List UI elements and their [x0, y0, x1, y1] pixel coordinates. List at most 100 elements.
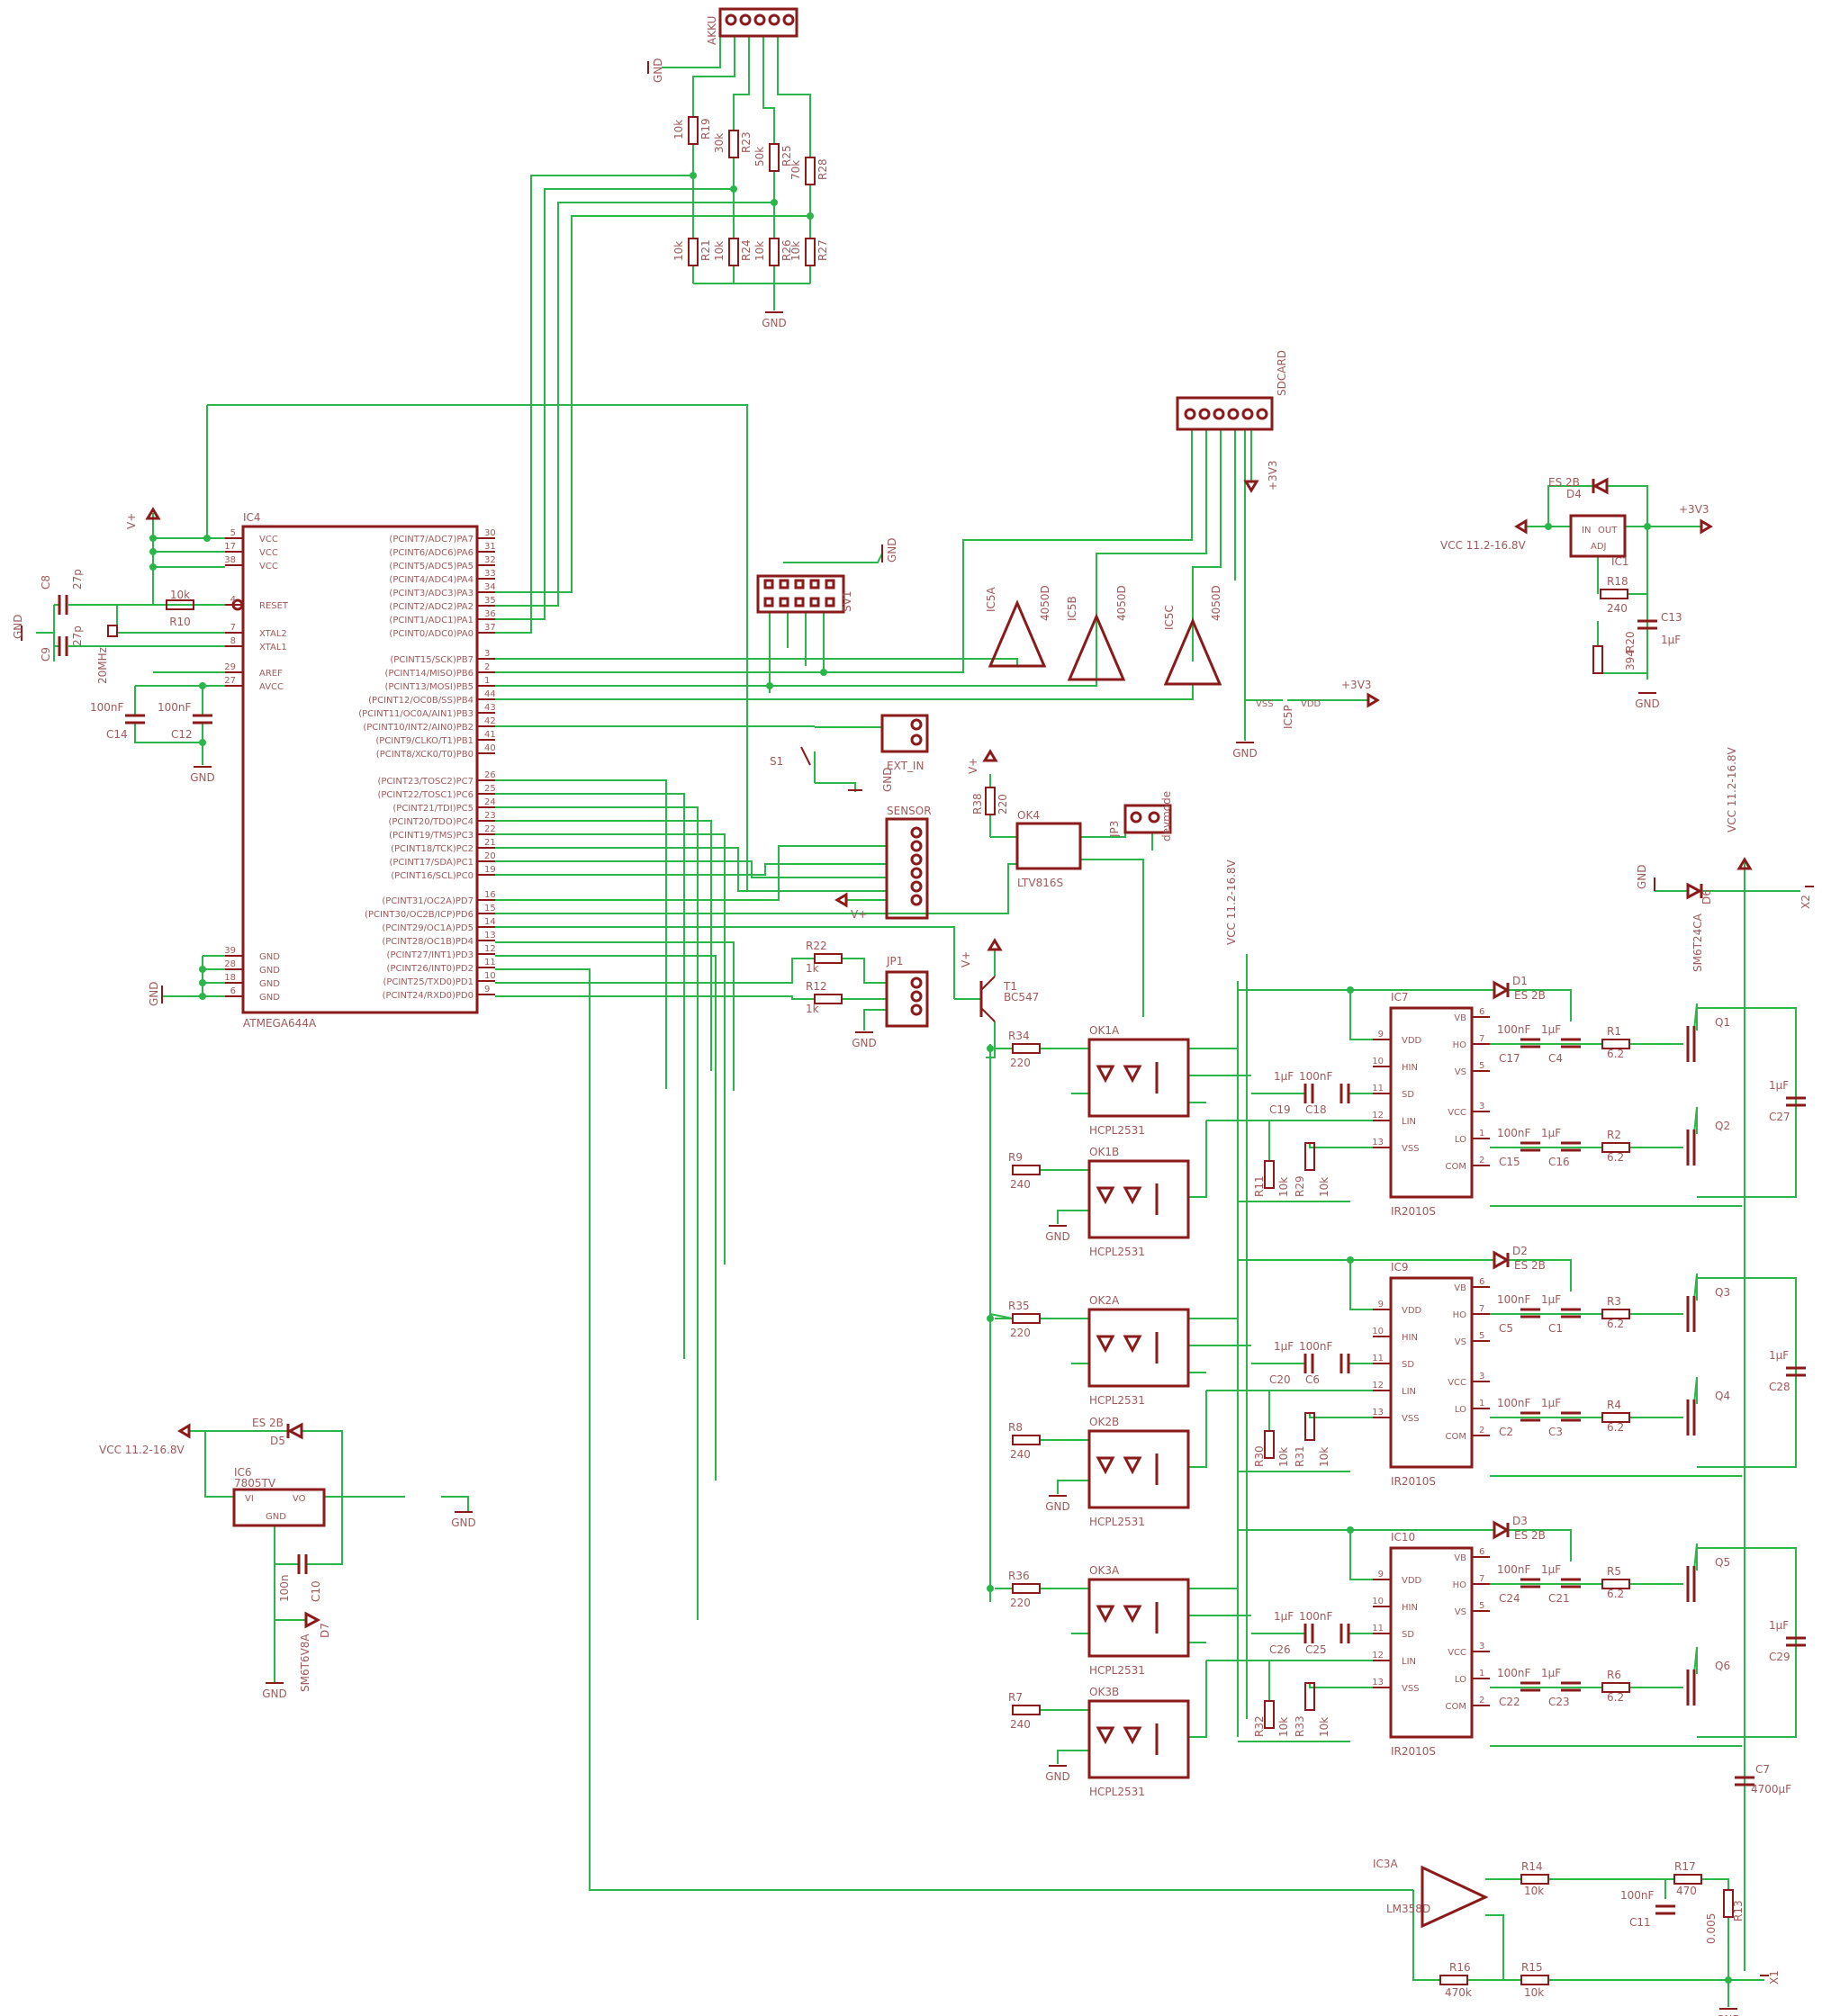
- gnd-label: GND: [451, 1516, 476, 1529]
- pin-number: 30: [484, 528, 496, 538]
- wire: [989, 1313, 1014, 1319]
- driver-part: IR2010S: [1391, 1475, 1436, 1488]
- r17-name: R17: [1674, 1860, 1696, 1873]
- junction-dot: [730, 185, 737, 193]
- pin-signal: (PCINT8/XCK0/T0)PB0: [376, 750, 474, 760]
- resistor-value: 10k: [672, 241, 685, 261]
- opto-name: OK2B: [1089, 1416, 1119, 1428]
- cap-name: C6: [1305, 1373, 1320, 1386]
- cap-name: C21: [1548, 1592, 1570, 1605]
- gnd-label: GND: [1716, 2013, 1741, 2016]
- resistor-name: R21: [699, 239, 712, 261]
- pin-signal: (PCINT9/CLKO/T1)PB1: [375, 736, 474, 746]
- mosfet-name: Q5: [1715, 1556, 1730, 1569]
- pin-number: 1: [484, 676, 490, 686]
- pin-signal: (PCINT0/ADC0)PA0: [389, 629, 474, 639]
- labels: IC4ATMEGA644A5VCC17VCC38VCC4RESET7XTAL28…: [12, 16, 1812, 2016]
- pin-signal: (PCINT26/INT0)PD2: [387, 964, 474, 974]
- connector-pin: [910, 718, 923, 731]
- sdcard-connector: [1176, 396, 1274, 431]
- cap-value: 100nF: [1299, 1340, 1333, 1353]
- led-icon: [1123, 1335, 1142, 1354]
- pin-signal: LO: [1455, 1405, 1466, 1415]
- connector-pin: [1148, 811, 1160, 824]
- gnd-label: GND: [1045, 1500, 1070, 1513]
- r18-resistor: [1600, 589, 1628, 599]
- cap-value: 100nF: [1497, 1397, 1531, 1409]
- pin-number: 9: [1378, 1030, 1384, 1040]
- pin-number: 23: [484, 811, 496, 821]
- pin-signal: (PCINT2/ADC2)PA2: [389, 602, 474, 612]
- wire: [134, 723, 203, 743]
- pull-resistor: [1304, 1142, 1315, 1171]
- cap-name: C19: [1269, 1103, 1291, 1116]
- pin-number: 38: [224, 555, 236, 565]
- divider-resistor: [688, 238, 699, 266]
- resistor-value: 10k: [1277, 1447, 1290, 1467]
- pull-resistor: [1304, 1412, 1315, 1441]
- pin-number: 14: [484, 917, 496, 927]
- c7-name: C7: [1755, 1763, 1770, 1776]
- pin-number: 6: [1479, 1277, 1484, 1287]
- r16-name: R16: [1449, 1961, 1471, 1974]
- pin-signal: (PCINT10/INT2/AIN0)PB2: [363, 723, 474, 733]
- cap-value: 1µF: [1541, 1293, 1561, 1306]
- t1-value: BC547: [1004, 991, 1039, 1004]
- cap-value: 100nF: [1497, 1127, 1531, 1139]
- d7-diode-icon: [304, 1611, 321, 1629]
- opto-name: OK1A: [1089, 1024, 1120, 1037]
- r12-value: 1k: [806, 1003, 819, 1015]
- wire: [495, 779, 667, 1089]
- wire: [1268, 1660, 1373, 1701]
- pin-signal: COM: [1446, 1162, 1466, 1172]
- wire: [495, 995, 815, 1000]
- opto-part: HCPL2531: [1089, 1786, 1145, 1798]
- pin-number: 31: [484, 542, 496, 552]
- ic5p-label: IC5P: [1282, 705, 1294, 729]
- pin-signal: LO: [1455, 1675, 1466, 1685]
- wire: [302, 1430, 343, 1497]
- diode-name: D1: [1512, 975, 1528, 987]
- adj-label: ADJ: [1591, 542, 1607, 552]
- ok4-label: OK4: [1017, 809, 1040, 822]
- pin-number: 34: [484, 582, 496, 592]
- wire: [152, 513, 225, 568]
- led-icon: [1096, 1186, 1115, 1205]
- ic5a-buffer: [988, 599, 1047, 668]
- connector-pin: [1256, 408, 1268, 420]
- pin-number: 1: [1479, 1669, 1484, 1678]
- pin-number: 27: [224, 676, 236, 686]
- connector-pin: [910, 894, 923, 906]
- driver-name: IC7: [1391, 991, 1409, 1004]
- led-icon: [1096, 1335, 1115, 1354]
- divider-resistor: [805, 157, 816, 185]
- v3v3-label: +3V3: [1341, 679, 1372, 691]
- pin-number: 10: [1372, 1327, 1384, 1336]
- pin-signal: (PCINT14/MISO)PB6: [385, 669, 474, 679]
- wire: [1508, 1529, 1572, 1562]
- r17-value: 470: [1676, 1885, 1697, 1897]
- pin-signal: LIN: [1402, 1387, 1416, 1397]
- wire: [495, 863, 1017, 914]
- reset-bubble: [231, 598, 244, 611]
- gate-resistor-value: 6.2: [1607, 1318, 1624, 1330]
- pin-number: 37: [484, 623, 496, 633]
- pin-signal: XTAL1: [259, 643, 287, 652]
- d4-name: D4: [1566, 488, 1582, 500]
- vcc-label: VCC 11.2-16.8V: [1440, 539, 1527, 552]
- wire: [1693, 1003, 1698, 1031]
- c11-name: C11: [1629, 1916, 1651, 1929]
- vcc-label: VCC 11.2-16.8V: [1225, 859, 1238, 945]
- ext-in-connector: [880, 714, 929, 753]
- bootstrap-diode-icon: [1493, 980, 1511, 1000]
- v3v3-arrow-icon: [1366, 692, 1380, 708]
- wire: [495, 860, 887, 878]
- c7-value: 4700µF: [1751, 1783, 1791, 1796]
- pin-signal: VB: [1454, 1553, 1466, 1563]
- resistor-name: R23: [740, 131, 753, 153]
- divider-resistor: [728, 238, 739, 266]
- pin-signal: (PCINT21/TDI)PC5: [392, 804, 474, 814]
- r16-resistor: [1439, 1975, 1468, 1985]
- junction-dot: [766, 682, 773, 689]
- wire: [783, 553, 883, 563]
